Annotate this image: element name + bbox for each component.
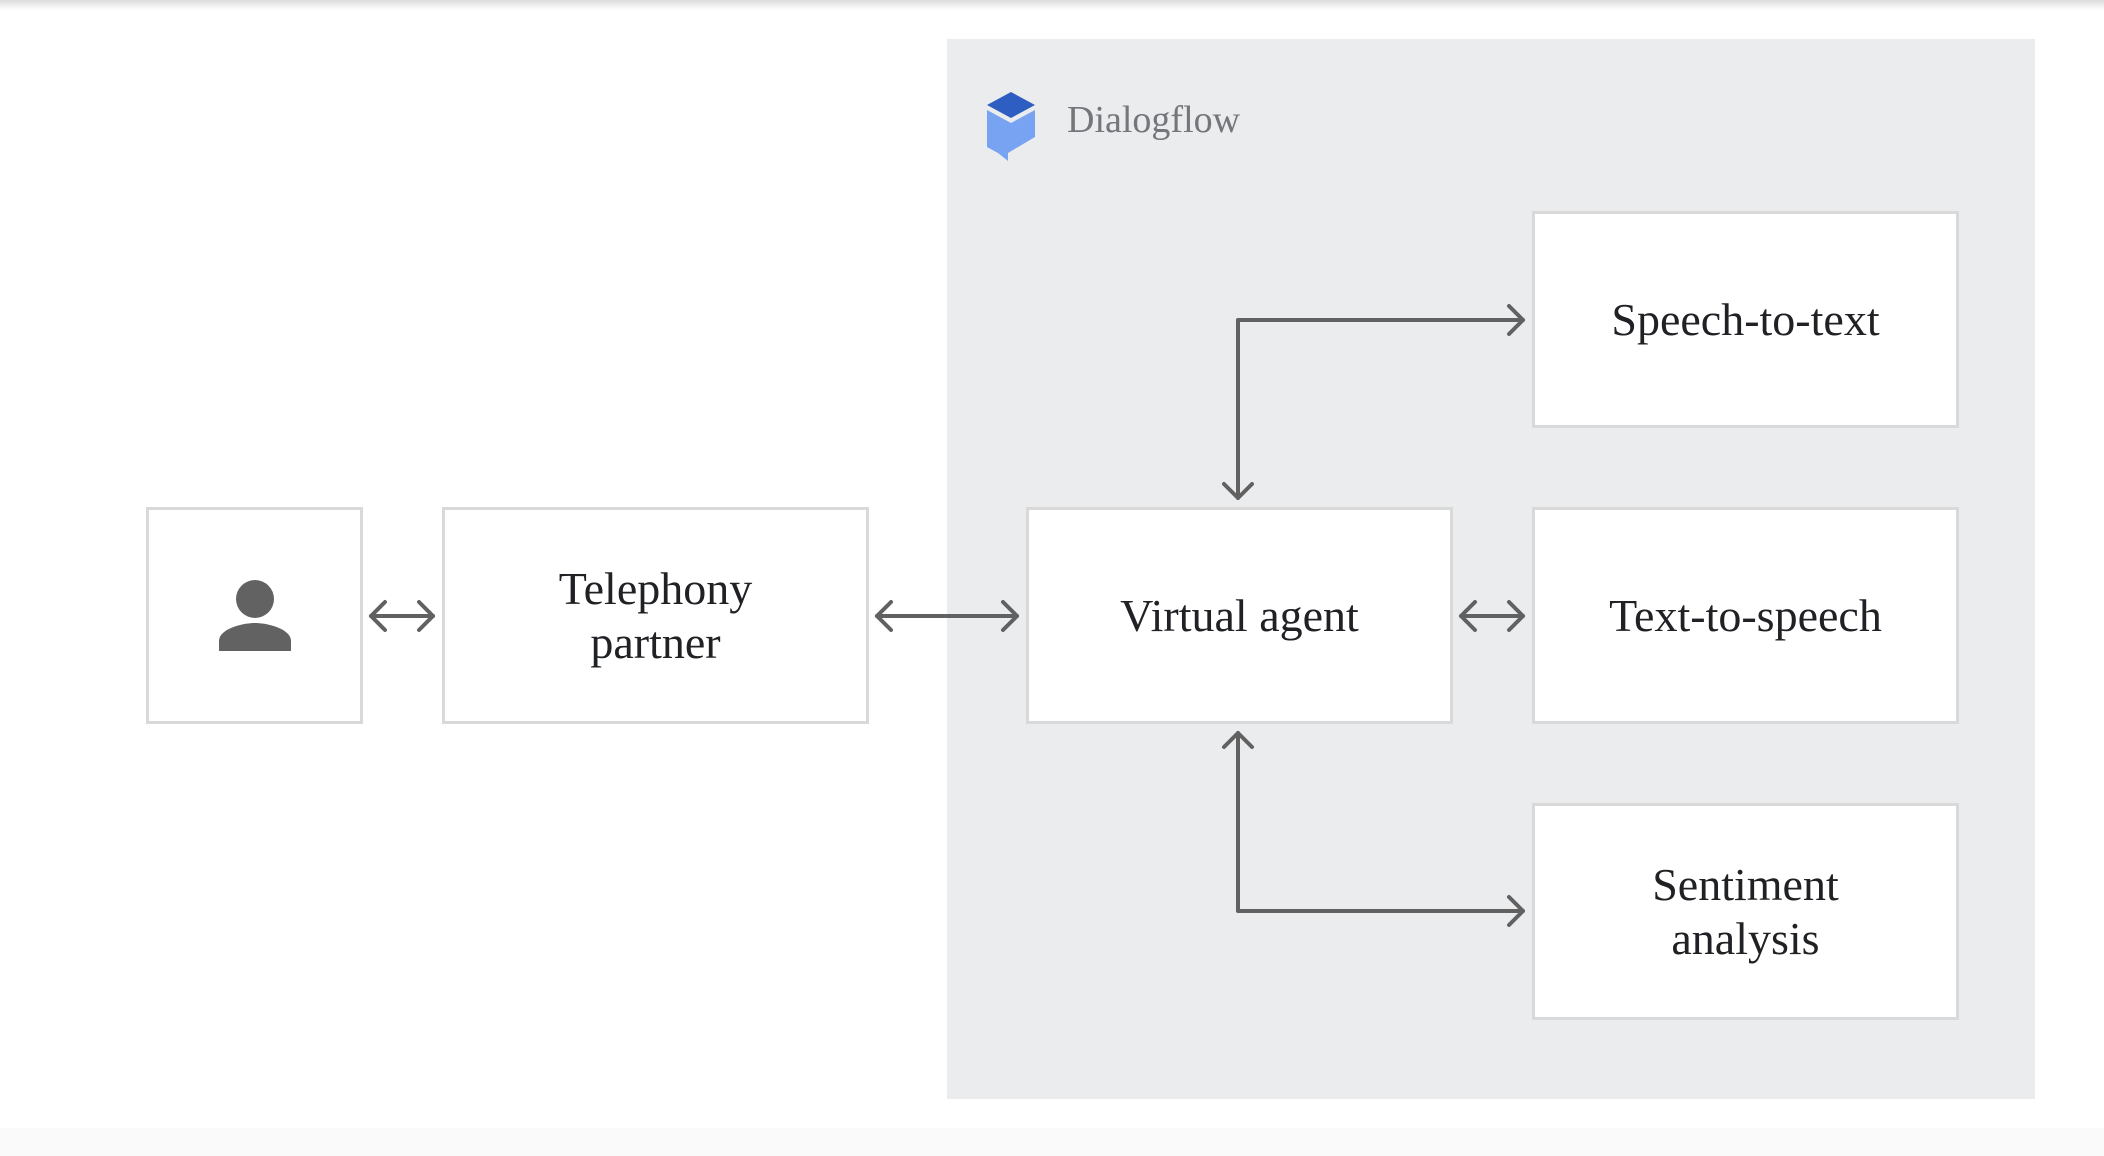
- logo-bottom-face: [987, 110, 1035, 161]
- bottom-edge-band: [0, 1128, 2104, 1156]
- brand-name: Dialogflow: [1067, 99, 1241, 141]
- sentiment-analysis-box: Sentiment analysis: [1532, 803, 1959, 1020]
- speech-to-text-label: Speech-to-text: [1611, 293, 1880, 345]
- telephony-partner-box: Telephony partner: [442, 507, 869, 724]
- text-to-speech-box: Text-to-speech: [1532, 507, 1959, 724]
- text-to-speech-label: Text-to-speech: [1609, 589, 1882, 641]
- user-telephony-arrow: [369, 600, 435, 632]
- person-icon: [218, 579, 291, 651]
- telephony-partner-label: Telephony partner: [558, 562, 753, 668]
- virtual-agent-label: Virtual agent: [1120, 589, 1359, 641]
- top-edge-shadow: [0, 0, 2104, 10]
- sentiment-analysis-label: Sentiment analysis: [1652, 858, 1839, 964]
- speech-to-text-box: Speech-to-text: [1532, 211, 1959, 428]
- user-box: [146, 507, 363, 724]
- virtual-agent-box: Virtual agent: [1026, 507, 1453, 724]
- logo-top-face: [987, 92, 1035, 118]
- dialogflow-logo-icon: [987, 92, 1035, 161]
